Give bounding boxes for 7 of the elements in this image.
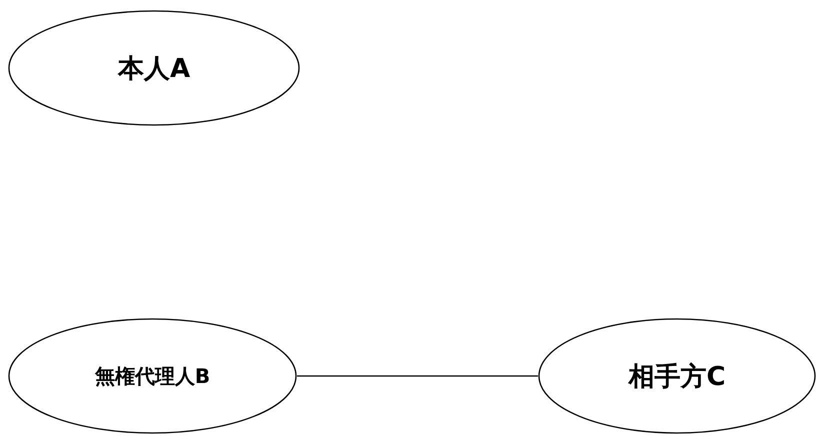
node-label: 本人A [118,52,190,86]
ellipse-node [8,318,297,434]
node-label: 相手方C [628,360,726,394]
ellipse-node [538,318,816,434]
node-label: 無権代理人B [94,362,210,390]
ellipse-node [8,10,300,126]
connector-line [297,375,538,377]
